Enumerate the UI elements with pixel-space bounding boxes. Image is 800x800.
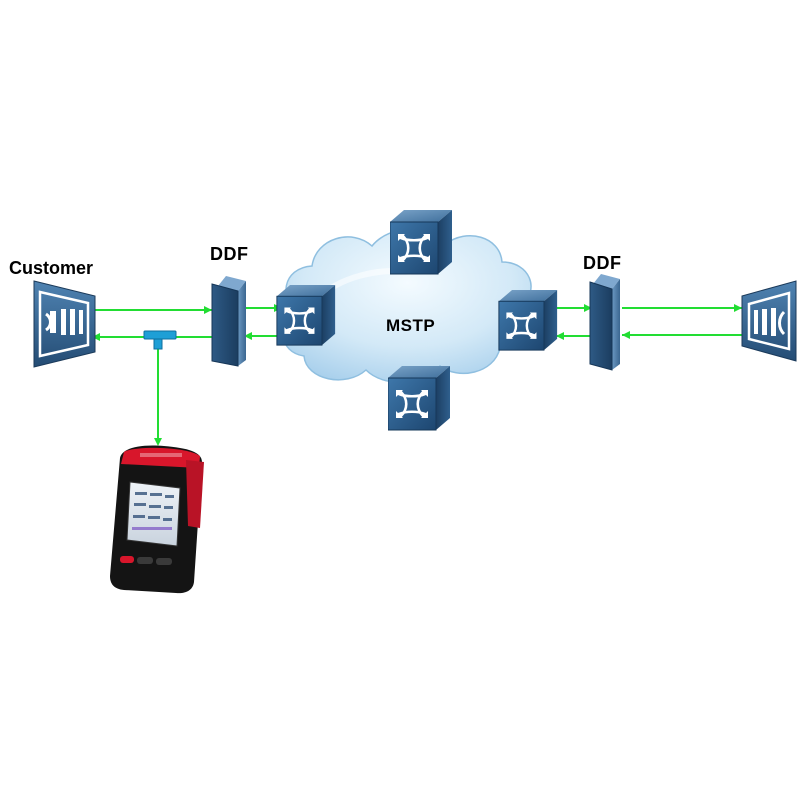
remote-terminal-icon — [741, 280, 797, 362]
arrow-left — [622, 331, 630, 339]
mstp-cloud-label: MSTP — [386, 316, 436, 335]
customer-label: Customer — [9, 258, 94, 278]
ddf-left-label: DDF — [210, 244, 249, 264]
distribution-frame-icon — [211, 276, 246, 367]
arrow-right — [584, 304, 592, 312]
network-switch-icon — [498, 290, 558, 352]
arrow-left — [92, 333, 100, 341]
arrow-right — [734, 304, 742, 312]
ddf-right-label: DDF — [583, 253, 622, 273]
handheld-tester-icon — [110, 445, 204, 594]
t-coupler-icon — [143, 330, 177, 350]
distribution-frame-icon — [589, 274, 620, 371]
link-lines — [92, 304, 742, 446]
network-switch-icon — [388, 366, 450, 432]
arrow-down — [154, 438, 162, 446]
arrow-left — [244, 332, 252, 340]
customer-terminal-icon — [33, 280, 96, 368]
network-switch-icon — [276, 285, 336, 347]
network-switch-icon — [390, 210, 452, 276]
arrow-right — [204, 306, 212, 314]
arrow-left — [556, 332, 564, 340]
